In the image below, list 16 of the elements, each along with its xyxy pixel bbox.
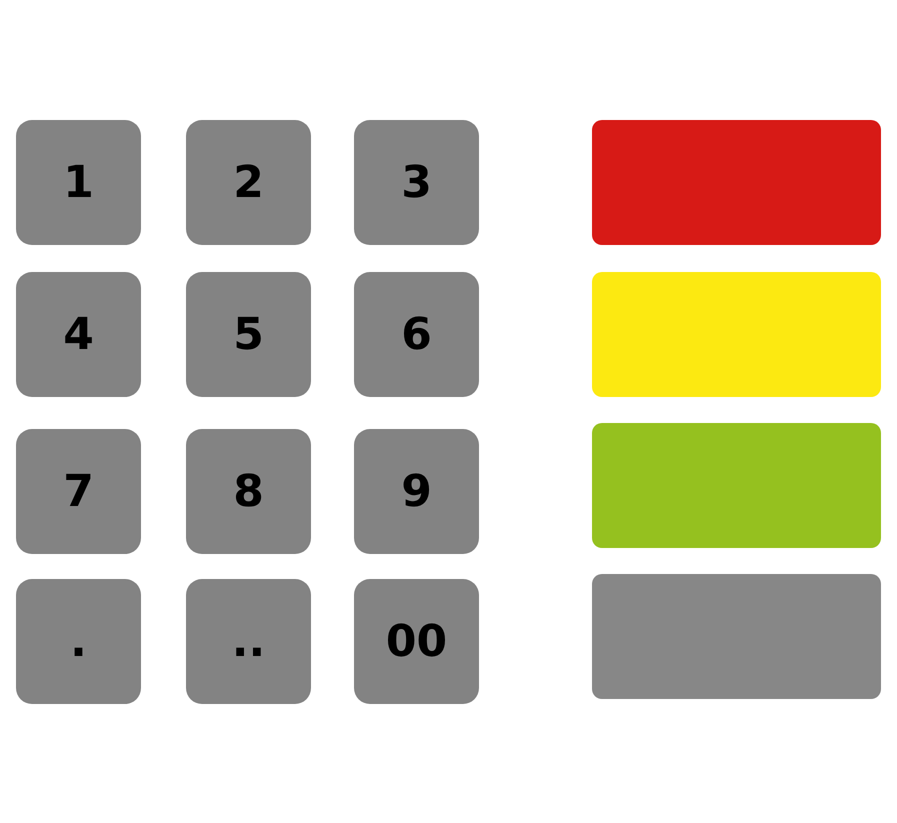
keypad-key: .. xyxy=(186,579,311,704)
keypad-key: 9 xyxy=(354,429,479,554)
indicator-bar xyxy=(592,574,881,699)
indicator-bar xyxy=(592,272,881,397)
keypad-key: 4 xyxy=(16,272,141,397)
keypad-key: . xyxy=(16,579,141,704)
indicator-bar xyxy=(592,423,881,548)
keypad-key: 3 xyxy=(354,120,479,245)
keypad-key: 2 xyxy=(186,120,311,245)
keypad-key: 8 xyxy=(186,429,311,554)
keypad-key: 5 xyxy=(186,272,311,397)
indicator-bar xyxy=(592,120,881,245)
keypad-key: 00 xyxy=(354,579,479,704)
keypad-key: 1 xyxy=(16,120,141,245)
keypad-key: 7 xyxy=(16,429,141,554)
keypad-key: 6 xyxy=(354,272,479,397)
